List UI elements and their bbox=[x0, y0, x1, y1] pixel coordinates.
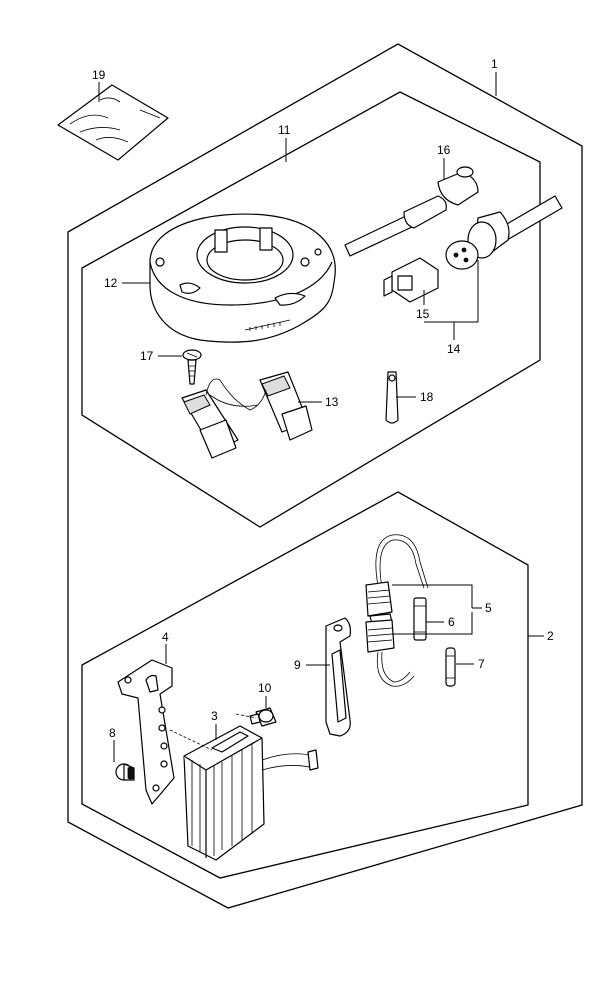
callout-14: 14 bbox=[447, 342, 461, 356]
leader-lines bbox=[98, 72, 544, 762]
callout-3: 3 bbox=[211, 709, 218, 723]
brush-part-13 bbox=[181, 371, 313, 459]
callout-18: 18 bbox=[420, 390, 434, 404]
fuse-part-6 bbox=[413, 597, 427, 641]
fuse-part-7 bbox=[445, 647, 456, 687]
cable-connector-part-16 bbox=[344, 166, 479, 257]
callout-9: 9 bbox=[294, 658, 301, 672]
callout-11: 11 bbox=[278, 123, 291, 137]
callout-7: 7 bbox=[478, 657, 485, 671]
callout-13: 13 bbox=[325, 395, 339, 409]
callout-6: 6 bbox=[448, 615, 455, 629]
bolt-part-8 bbox=[115, 763, 135, 781]
regulator-part-3 bbox=[183, 725, 319, 861]
callout-2: 2 bbox=[547, 629, 554, 643]
kit-1-outline bbox=[67, 43, 583, 909]
callout-1: 1 bbox=[491, 57, 498, 71]
screw-part-17 bbox=[182, 349, 202, 385]
screw-part-10 bbox=[249, 707, 277, 727]
callout-4: 4 bbox=[162, 630, 169, 644]
stator-plate-part-12 bbox=[149, 213, 336, 343]
fuse-holder-part-5 bbox=[365, 534, 429, 687]
callout-16: 16 bbox=[437, 143, 451, 157]
connector-part-14 bbox=[445, 195, 563, 270]
connector-part-15 bbox=[383, 257, 439, 303]
callout-12: 12 bbox=[104, 276, 118, 290]
bag-part-19 bbox=[57, 84, 169, 161]
callout-19: 19 bbox=[92, 68, 106, 82]
callout-5: 5 bbox=[485, 601, 492, 615]
callout-15: 15 bbox=[416, 307, 430, 321]
kit-11-outline bbox=[81, 91, 541, 528]
bracket-part-9 bbox=[325, 617, 352, 737]
kit-2-outline bbox=[81, 491, 529, 879]
callout-10: 10 bbox=[258, 681, 272, 695]
callout-8: 8 bbox=[109, 726, 116, 740]
callout-17: 17 bbox=[140, 349, 154, 363]
clamp-part-18 bbox=[385, 371, 399, 424]
bracket-part-4 bbox=[117, 659, 175, 805]
